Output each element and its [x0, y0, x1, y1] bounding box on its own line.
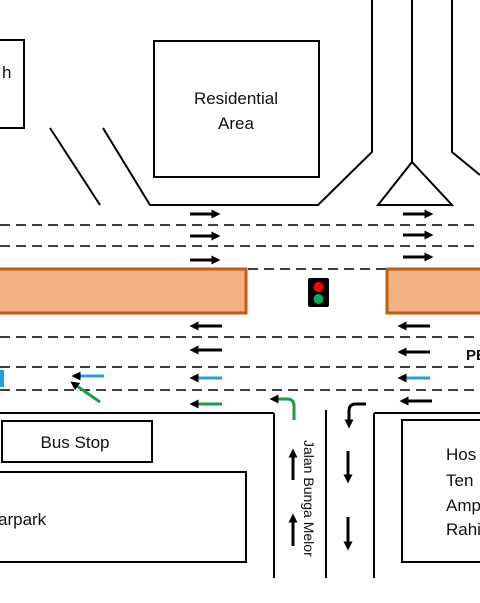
turn-arrow-icon [70, 381, 101, 404]
bus-stop-label: Bus Stop [41, 433, 110, 452]
carpark-label: arpark [0, 510, 47, 529]
u-turn-icon [269, 394, 296, 420]
carpark [0, 471, 247, 563]
residential-area [153, 40, 320, 178]
median-left [0, 267, 248, 315]
arrow-vertical-group [288, 448, 353, 551]
arrow-right-icon-group [190, 209, 434, 265]
hospital-label-line2: Ten [446, 471, 473, 490]
lane-lines-top [0, 224, 480, 270]
bus-stop [1, 420, 153, 463]
residential-label-line2: Area [218, 114, 254, 133]
main-road-label: PE [466, 347, 480, 364]
arrow-left-icon-group [189, 321, 432, 406]
hospital [401, 419, 480, 563]
building-top-left-label: h [2, 63, 11, 82]
turn-arrow-icon [344, 402, 366, 429]
road-edges-top [49, 0, 480, 206]
hospital-label-line4: Rahi [446, 520, 480, 539]
road-edges-bottom [0, 410, 480, 578]
arrow-green-group [70, 381, 296, 420]
arrow-fragment-blue [0, 370, 4, 387]
median-right [385, 267, 480, 315]
traffic-light-icon [308, 278, 329, 307]
building-top-left [0, 39, 25, 129]
hospital-label-line3: Amp [446, 496, 480, 515]
arrow-left-blue-group [71, 371, 430, 383]
road-name-label: Jalan Bunga Melor [301, 440, 317, 557]
residential-label-line1: Residential [194, 89, 278, 108]
hospital-label-line1: Hos [446, 445, 476, 464]
lane-lines-bottom [0, 336, 480, 391]
